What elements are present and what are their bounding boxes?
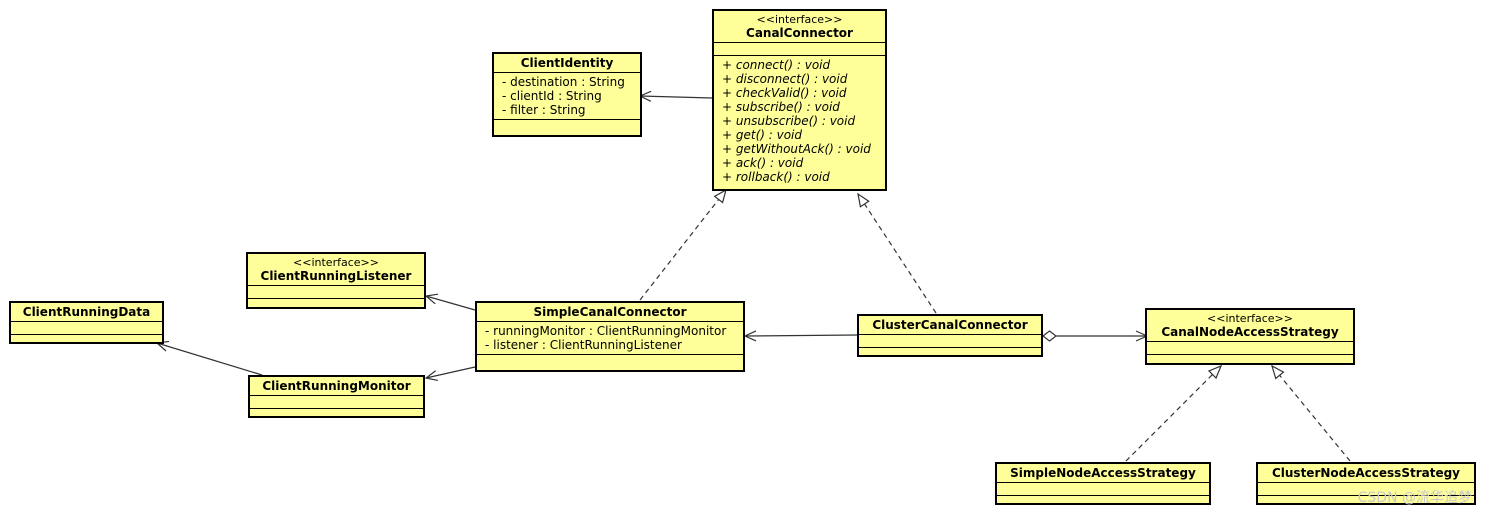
realization-simple-node-access-strategy-to-canal-node-access-strategy-arrowhead <box>1207 364 1223 380</box>
class-name: ClusterCanalConnector <box>872 318 1028 332</box>
attribute-filter: - filter : String <box>502 103 586 117</box>
operation-getwithoutack: + getWithoutAck() : void <box>722 142 871 156</box>
operations-section <box>248 299 424 311</box>
class-name: ClientIdentity <box>520 56 614 70</box>
realization-simple-canal-connector-to-canal-connector-line <box>639 199 720 301</box>
attributes-section <box>250 396 423 409</box>
class-name: CanalConnector <box>746 26 853 40</box>
class-cluster-node-access-strategy[interactable]: ClusterNodeAccessStrategy <box>1256 462 1476 505</box>
class-simple-canal-connector[interactable]: SimpleCanalConnector - runningMonitor : … <box>475 301 745 372</box>
realization-simple-node-access-strategy-to-canal-node-access-strategy-line <box>1125 374 1213 462</box>
attribute-listener: - listener : ClientRunningListener <box>485 338 682 352</box>
association-simple-canal-connector-to-client-running-listener-line <box>425 295 476 311</box>
operations-section <box>250 409 423 421</box>
attribute-running-monitor: - runningMonitor : ClientRunningMonitor <box>485 324 727 338</box>
operations-section <box>1147 355 1353 367</box>
operation-subscribe: + subscribe() : void <box>722 100 840 114</box>
operations-section <box>477 355 743 367</box>
aggregation-cluster-canal-connector-to-canal-node-access-strategy-diamond <box>1042 330 1057 342</box>
realization-cluster-canal-connector-to-canal-connector-line <box>864 203 937 314</box>
class-client-running-listener[interactable]: <<interface>> ClientRunningListener <box>246 252 426 309</box>
class-name: SimpleNodeAccessStrategy <box>1010 466 1196 480</box>
class-name: SimpleCanalConnector <box>533 305 687 319</box>
attributes-section: - runningMonitor : ClientRunningMonitor … <box>477 322 743 355</box>
association-cluster-canal-connector-to-simple-canal-connector-arrowhead <box>743 330 757 342</box>
association-simple-canal-connector-to-client-running-listener-arrowhead <box>424 293 439 305</box>
attributes-section <box>248 286 424 299</box>
association-simple-canal-connector-to-client-running-monitor-arrowhead <box>424 370 438 382</box>
operation-rollback: + rollback() : void <box>722 170 830 184</box>
attribute-destination: - destination : String <box>502 75 625 89</box>
operation-disconnect: + disconnect() : void <box>722 72 848 86</box>
class-canal-node-access-strategy[interactable]: <<interface>> CanalNodeAccessStrategy <box>1145 308 1355 365</box>
operations-section: + connect() : void + disconnect() : void… <box>714 56 885 186</box>
association-cluster-canal-connector-to-simple-canal-connector-line <box>744 334 858 337</box>
attribute-clientid: - clientId : String <box>502 89 602 103</box>
stereotype-label: <<interface>> <box>1207 312 1293 325</box>
stereotype-label: <<interface>> <box>293 256 379 269</box>
class-name: ClientRunningMonitor <box>262 379 411 393</box>
class-client-running-data[interactable]: ClientRunningData <box>9 301 164 344</box>
attributes-section <box>714 43 885 56</box>
class-cluster-canal-connector[interactable]: ClusterCanalConnector <box>857 314 1043 357</box>
stereotype-label: <<interface>> <box>756 13 843 26</box>
association-simple-canal-connector-to-client-running-monitor-line <box>425 366 476 379</box>
class-name: ClientRunningListener <box>260 269 412 283</box>
operation-checkvalid: + checkValid() : void <box>722 86 847 100</box>
realization-cluster-canal-connector-to-canal-connector-arrowhead <box>857 192 870 208</box>
association-canal-connector-to-client-identity-line <box>639 95 713 99</box>
class-name: CanalNodeAccessStrategy <box>1161 325 1339 339</box>
class-client-identity[interactable]: ClientIdentity - destination : String - … <box>492 52 642 137</box>
operations-section <box>494 120 640 132</box>
operations-section <box>11 335 162 347</box>
operation-get: + get() : void <box>722 128 803 142</box>
class-name: ClientRunningData <box>22 305 151 319</box>
class-canal-connector[interactable]: <<interface>> CanalConnector + connect()… <box>712 9 887 191</box>
association-client-running-monitor-to-client-running-data-line <box>156 342 263 376</box>
attributes-section <box>997 483 1209 496</box>
attributes-section <box>1258 483 1474 496</box>
operation-unsubscribe: + unsubscribe() : void <box>722 114 856 128</box>
attributes-section <box>1147 342 1353 355</box>
operation-connect: + connect() : void <box>722 58 831 72</box>
realization-cluster-node-access-strategy-to-canal-node-access-strategy-arrowhead <box>1271 364 1285 380</box>
attributes-section: - destination : String - clientId : Stri… <box>494 73 640 120</box>
operations-section <box>859 348 1041 360</box>
watermark: CSDN @流华追梦 <box>1357 490 1472 506</box>
realization-simple-canal-connector-to-canal-connector-arrowhead <box>713 188 727 204</box>
attributes-section <box>11 322 162 335</box>
class-name: ClusterNodeAccessStrategy <box>1271 466 1461 480</box>
realization-cluster-node-access-strategy-to-canal-node-access-strategy-line <box>1279 374 1351 462</box>
operation-ack: + ack() : void <box>722 156 804 170</box>
operations-section <box>997 496 1209 508</box>
attributes-section <box>859 335 1041 348</box>
class-simple-node-access-strategy[interactable]: SimpleNodeAccessStrategy <box>995 462 1211 505</box>
class-client-running-monitor[interactable]: ClientRunningMonitor <box>248 375 425 418</box>
